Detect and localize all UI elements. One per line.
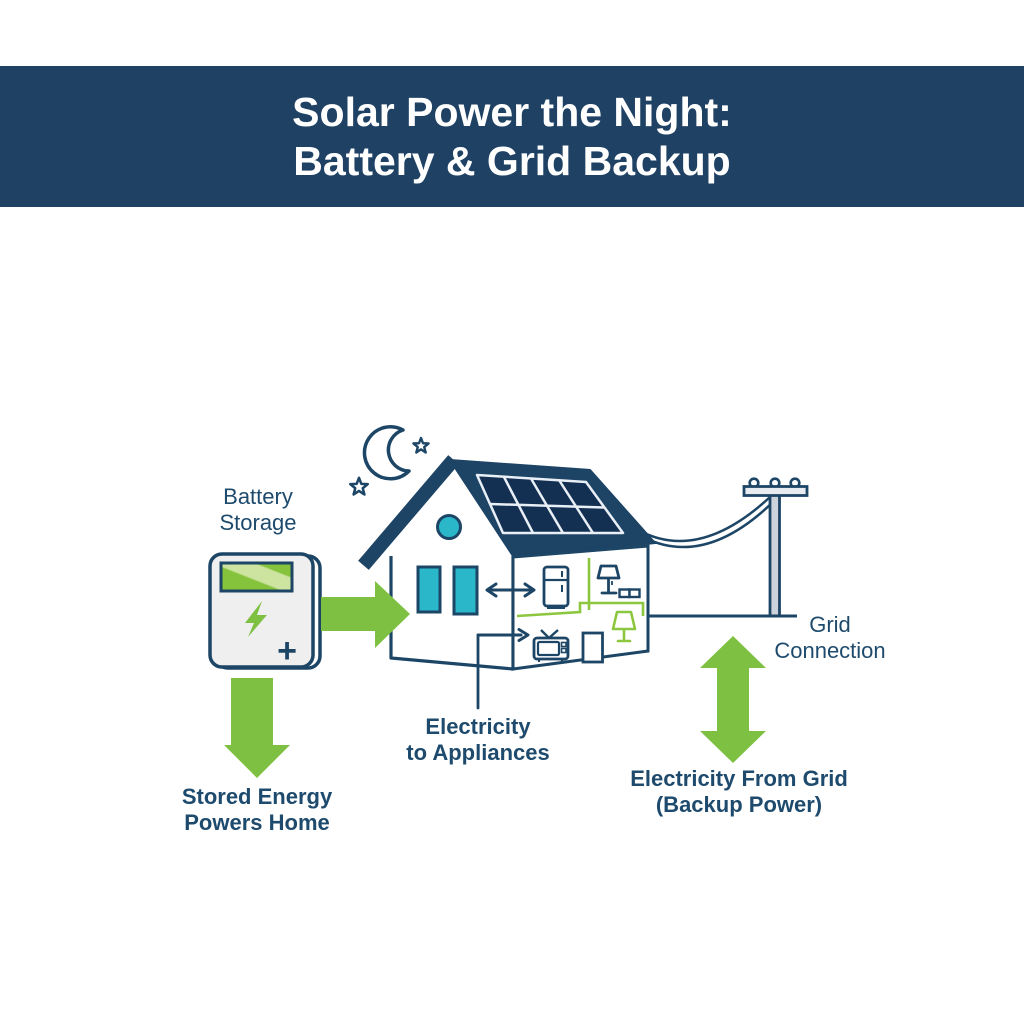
battery-display [219,561,294,593]
green-wire [516,601,645,618]
battery-plus-label: + [277,632,297,670]
appliance-double-arrow [485,582,536,598]
battery-storage-label-line1: Battery [223,484,293,509]
grid-connection-label: Grid Connection [774,612,885,664]
window [452,565,479,616]
grid-double-arrow [700,636,766,763]
battery-storage-label: Battery Storage [219,484,296,536]
star-icon [412,436,430,454]
stored-energy-label-line1: Stored Energy [181,784,333,809]
stored-energy-down-arrow [224,678,290,778]
power-wire [642,498,777,549]
house-gable-roof [358,455,459,570]
moon-icon [362,425,411,481]
tv-icon [532,629,570,662]
battery-icon: + [208,552,322,670]
outlet-icon [618,588,641,599]
house-interior [476,558,645,710]
grid-connection-label-line2: Connection [774,638,886,663]
electricity-from-grid-label: Electricity From Grid (Backup Power) [630,766,848,818]
star-icon [348,476,370,496]
round-window [436,514,462,540]
window [416,565,442,614]
electricity-from-grid-line2: (Backup Power) [655,792,823,817]
appliance-leader-arrow [476,628,530,710]
stored-energy-label-line2: Powers Home [184,810,330,835]
electricity-to-appliances-line2: to Appliances [406,740,550,765]
stored-energy-label: Stored Energy Powers Home [182,784,332,836]
utility-pole-icon [639,477,809,618]
electricity-to-appliances-line1: Electricity [425,714,531,739]
green-lamp-icon [611,610,637,643]
electricity-from-grid-line1: Electricity From Grid [630,766,848,791]
battery-storage-label-line2: Storage [219,510,297,535]
grid-connection-label-line1: Grid [809,612,851,637]
fridge-icon [542,565,570,609]
title-banner: Solar Power the Night: Battery & Grid Ba… [0,66,1024,207]
house-front-face [391,557,513,669]
lightning-bolt-icon [245,601,267,637]
door-icon [581,631,604,664]
solar-panel-icon [475,473,625,535]
page-title-line1: Solar Power the Night: [292,88,732,135]
lamp-icon [596,564,621,595]
electricity-to-appliances-label: Electricity to Appliances [406,714,549,766]
battery-to-house-arrow [321,581,410,648]
pole-crossarm [742,485,809,497]
power-wire [639,496,771,543]
page-title-line2: Battery & Grid Backup [293,137,731,184]
